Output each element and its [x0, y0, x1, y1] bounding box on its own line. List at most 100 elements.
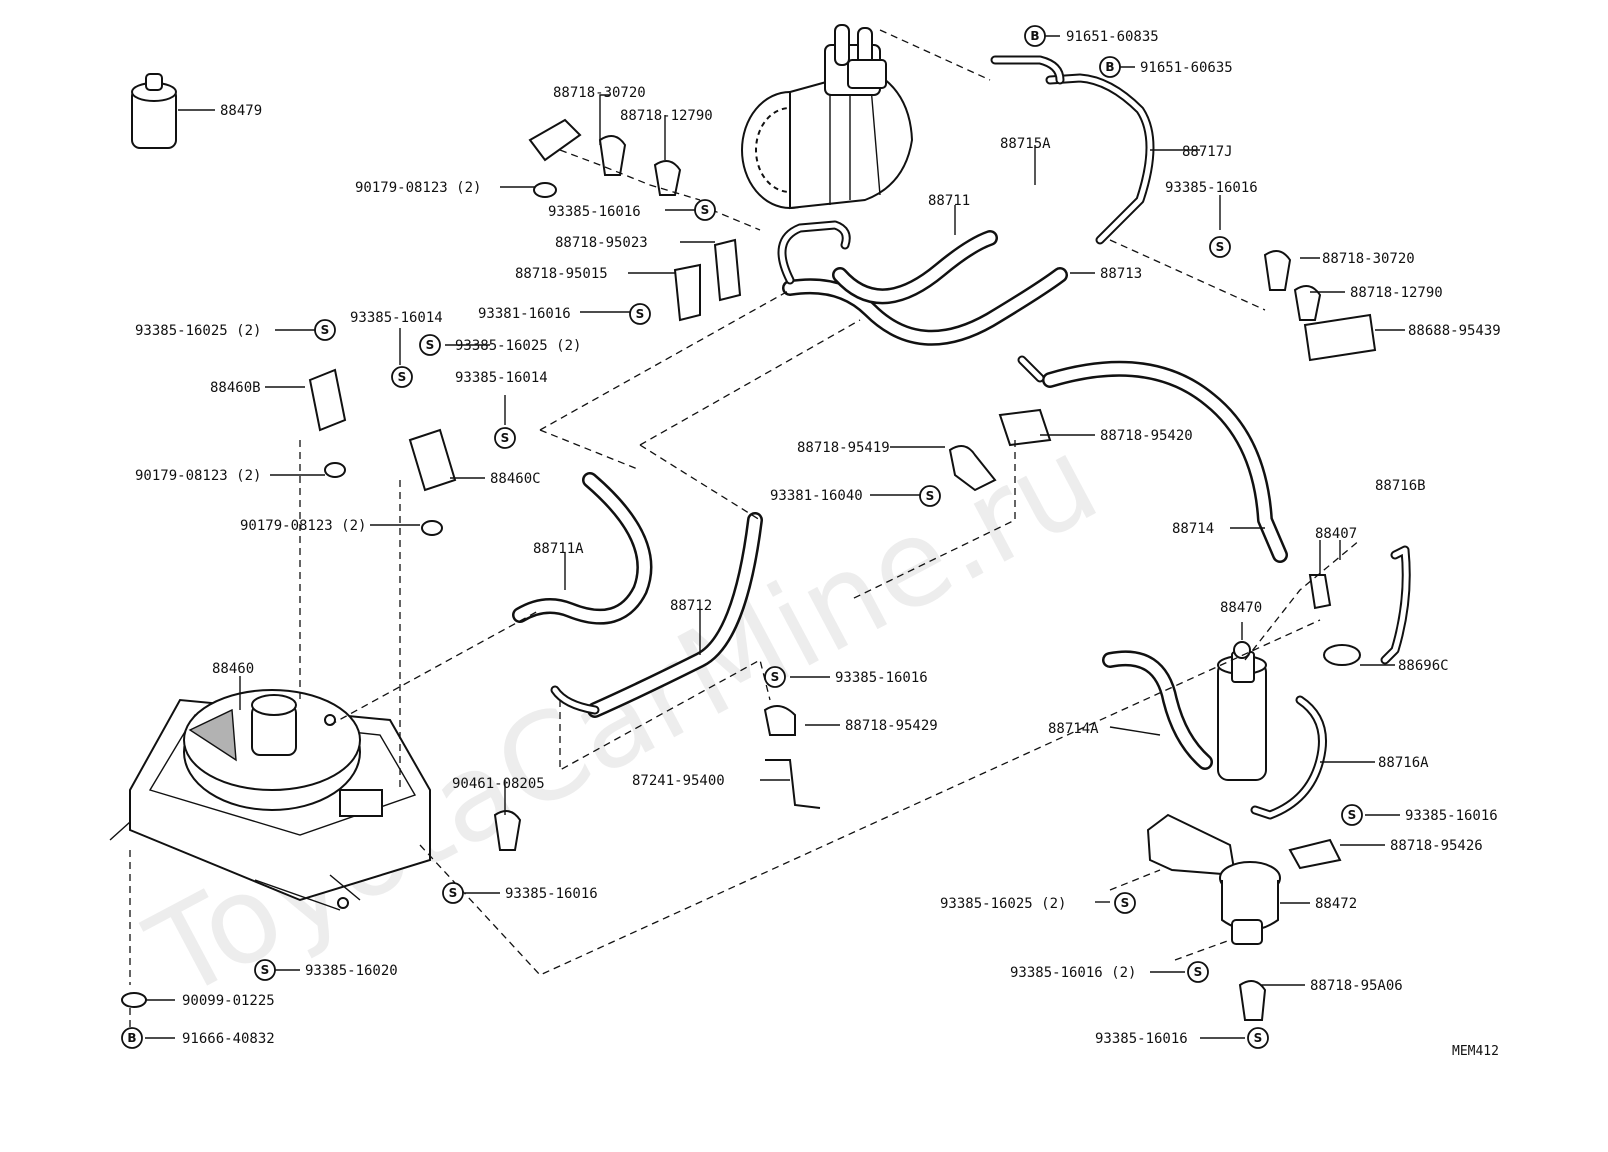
- leader-lines: [145, 35, 1405, 1039]
- label-c09: 88717J: [1182, 144, 1233, 160]
- label-c27: 88718-95419: [797, 440, 890, 456]
- part-labels: 88479 88718-30720 88718-12790 90179-0812…: [135, 29, 1501, 1059]
- label-c02: 88718-30720: [553, 85, 646, 101]
- marker-s-c46: S: [1341, 804, 1363, 826]
- fastener-markers: B B S S S S S S S S S S S S S S B S: [121, 25, 1363, 1049]
- label-c01: 88479: [220, 103, 262, 119]
- label-c11: 93385-16016: [1165, 180, 1258, 196]
- hoses-and-tubes: [512, 55, 1411, 820]
- svg-text:S: S: [321, 323, 330, 337]
- svg-text:S: S: [636, 307, 645, 321]
- marker-b-c07: B: [1099, 56, 1121, 78]
- label-c34: 88716B: [1375, 478, 1426, 494]
- label-c43: 90461-08205: [452, 776, 545, 792]
- marker-s-c47: S: [1114, 892, 1136, 914]
- marker-b-c06: B: [1024, 25, 1046, 47]
- marker-s-c20: S: [391, 366, 413, 388]
- label-c10: 88711: [928, 193, 970, 209]
- svg-text:S: S: [398, 370, 407, 384]
- svg-text:S: S: [426, 338, 435, 352]
- label-c23: 93385-16014: [455, 370, 548, 386]
- label-c45: 88718-95426: [1390, 838, 1483, 854]
- receiver-88479: [131, 73, 177, 149]
- label-c15: 88713: [1100, 266, 1142, 282]
- label-c35: 88470: [1220, 600, 1262, 616]
- label-c25: 88460C: [490, 471, 541, 487]
- svg-text:S: S: [261, 963, 270, 977]
- label-c22: 88460B: [210, 380, 261, 396]
- svg-text:S: S: [926, 489, 935, 503]
- label-c21: 93385-16025 (2): [455, 338, 581, 354]
- small-parts: [121, 118, 1377, 1021]
- marker-s-c29: S: [919, 485, 941, 507]
- marker-s-c05: S: [694, 199, 716, 221]
- label-c36: 88696C: [1398, 658, 1449, 674]
- label-c12: 88718-95023: [555, 235, 648, 251]
- marker-b-c53: B: [121, 1027, 143, 1049]
- label-c50: 93385-16016 (2): [1010, 965, 1136, 981]
- label-c13: 88718-95015: [515, 266, 608, 282]
- compressor: [741, 24, 914, 210]
- svg-text:S: S: [701, 203, 710, 217]
- label-c18: 88688-95439: [1408, 323, 1501, 339]
- svg-text:B: B: [1105, 60, 1114, 74]
- svg-text:S: S: [1348, 808, 1357, 822]
- label-c53: 91666-40832: [182, 1031, 275, 1047]
- label-c06: 91651-60835: [1066, 29, 1159, 45]
- marker-s-c11: S: [1209, 236, 1231, 258]
- label-c46: 93385-16016: [1405, 808, 1498, 824]
- label-c42: 87241-95400: [632, 773, 725, 789]
- label-c19: 93385-16025 (2): [135, 323, 261, 339]
- marker-s-c54: S: [1247, 1027, 1269, 1049]
- receiver-dryer-88470: [1217, 641, 1267, 781]
- label-c51: 88718-95A06: [1310, 978, 1403, 994]
- svg-text:S: S: [1216, 240, 1225, 254]
- label-c33: 88407: [1315, 526, 1357, 542]
- label-c41: 88716A: [1378, 755, 1429, 771]
- label-c07: 91651-60635: [1140, 60, 1233, 76]
- dashed-lines: [129, 29, 1361, 1030]
- label-c52: 90099-01225: [182, 993, 275, 1009]
- condenser-fan-unit-88460: [109, 689, 431, 911]
- svg-text:S: S: [1254, 1031, 1263, 1045]
- label-c03: 88718-12790: [620, 108, 713, 124]
- label-c29: 93381-16040: [770, 488, 863, 504]
- marker-s-c38: S: [764, 666, 786, 688]
- marker-s-c23: S: [494, 427, 516, 449]
- label-c16: 88718-30720: [1322, 251, 1415, 267]
- label-c54: 93385-16016: [1095, 1031, 1188, 1047]
- label-c40: 88714A: [1048, 721, 1099, 737]
- label-c17: 88718-12790: [1350, 285, 1443, 301]
- label-c31: 88711A: [533, 541, 584, 557]
- svg-text:S: S: [1121, 896, 1130, 910]
- svg-text:S: S: [1194, 965, 1203, 979]
- label-c04: 90179-08123 (2): [355, 180, 481, 196]
- label-c14: 93381-16016: [478, 306, 571, 322]
- marker-s-c21: S: [419, 334, 441, 356]
- label-c44: 93385-16016: [505, 886, 598, 902]
- marker-s-c50: S: [1187, 961, 1209, 983]
- bracket-88472: [1146, 813, 1281, 945]
- label-c32: 88712: [670, 598, 712, 614]
- svg-text:S: S: [771, 670, 780, 684]
- label-c20: 93385-16014: [350, 310, 443, 326]
- drawing-code: MEM412: [1452, 1044, 1499, 1059]
- svg-text:B: B: [1030, 29, 1039, 43]
- label-c48: 88472: [1315, 896, 1357, 912]
- label-c30: 88714: [1172, 521, 1214, 537]
- label-c37: 88460: [212, 661, 254, 677]
- svg-text:B: B: [127, 1031, 136, 1045]
- label-c26: 90179-08123 (2): [240, 518, 366, 534]
- marker-s-c44: S: [442, 882, 464, 904]
- label-c47: 93385-16025 (2): [940, 896, 1066, 912]
- label-c08: 88715A: [1000, 136, 1051, 152]
- label-c39: 88718-95429: [845, 718, 938, 734]
- label-c28: 88718-95420: [1100, 428, 1193, 444]
- label-c38: 93385-16016: [835, 670, 928, 686]
- label-c49: 93385-16020: [305, 963, 398, 979]
- label-c24: 90179-08123 (2): [135, 468, 261, 484]
- svg-text:S: S: [449, 886, 458, 900]
- marker-s-c19: S: [314, 319, 336, 341]
- svg-text:S: S: [501, 431, 510, 445]
